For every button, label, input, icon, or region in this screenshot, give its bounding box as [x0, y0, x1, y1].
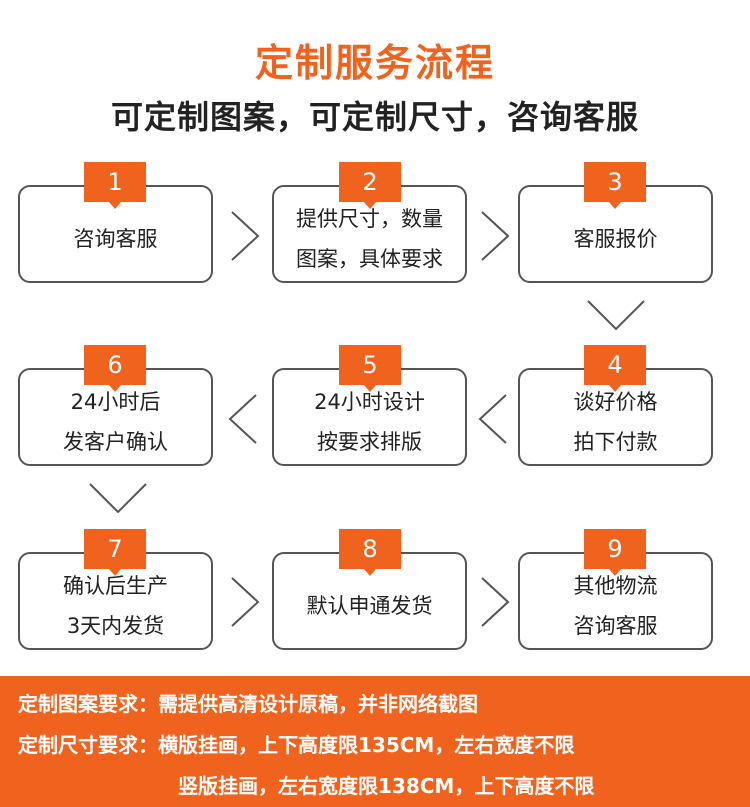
chevron-right-icon	[481, 577, 510, 627]
page-title: 定制服务流程	[254, 41, 495, 85]
step-text: 谈好价格 拍下付款	[573, 390, 658, 454]
requirements-banner: 定制图案要求：需提供高清设计原稿，并非网络截图 定制尺寸要求：横版挂画，上下高度…	[0, 676, 750, 807]
step-badge-6: 6	[84, 345, 146, 392]
step-text: 确认后生产 3天内发货	[63, 574, 168, 638]
size-requirement: 定制尺寸要求：横版挂画，上下高度限135CM，左右宽度不限	[18, 733, 575, 757]
pattern-requirement: 定制图案要求：需提供高清设计原稿，并非网络截图	[18, 692, 478, 716]
step-box-8: 默认申通发货	[272, 552, 467, 650]
step-text: 客服报价	[573, 227, 658, 251]
step-badge-8: 8	[339, 529, 401, 576]
step-badge-2: 2	[339, 162, 401, 209]
chevron-left-icon	[228, 394, 257, 444]
step-text: 咨询客服	[73, 227, 158, 251]
step-text: 24小时后 发客户确认	[63, 390, 168, 454]
chevron-right-icon	[481, 211, 510, 261]
chevron-right-icon	[231, 577, 260, 627]
step-text: 默认申通发货	[306, 594, 433, 618]
size-requirement-vertical: 竖版挂画，左右宽度限138CM，上下高度不限	[178, 774, 595, 798]
step-text: 24小时设计 按要求排版	[314, 390, 425, 454]
step-badge-1: 1	[84, 162, 146, 209]
step-badge-3: 3	[584, 162, 646, 209]
chevron-down-icon	[587, 300, 645, 331]
step-text: 其他物流 咨询客服	[573, 574, 658, 638]
chevron-left-icon	[478, 394, 507, 444]
step-badge-4: 4	[584, 345, 646, 392]
step-text: 提供尺寸，数量 图案，具体要求	[296, 207, 443, 271]
step-badge-9: 9	[584, 529, 646, 576]
step-badge-7: 7	[84, 529, 146, 576]
step-badge-5: 5	[339, 345, 401, 392]
page-subtitle: 可定制图案，可定制尺寸，咨询客服	[110, 98, 639, 136]
chevron-right-icon	[231, 211, 260, 261]
chevron-down-icon	[89, 483, 147, 514]
